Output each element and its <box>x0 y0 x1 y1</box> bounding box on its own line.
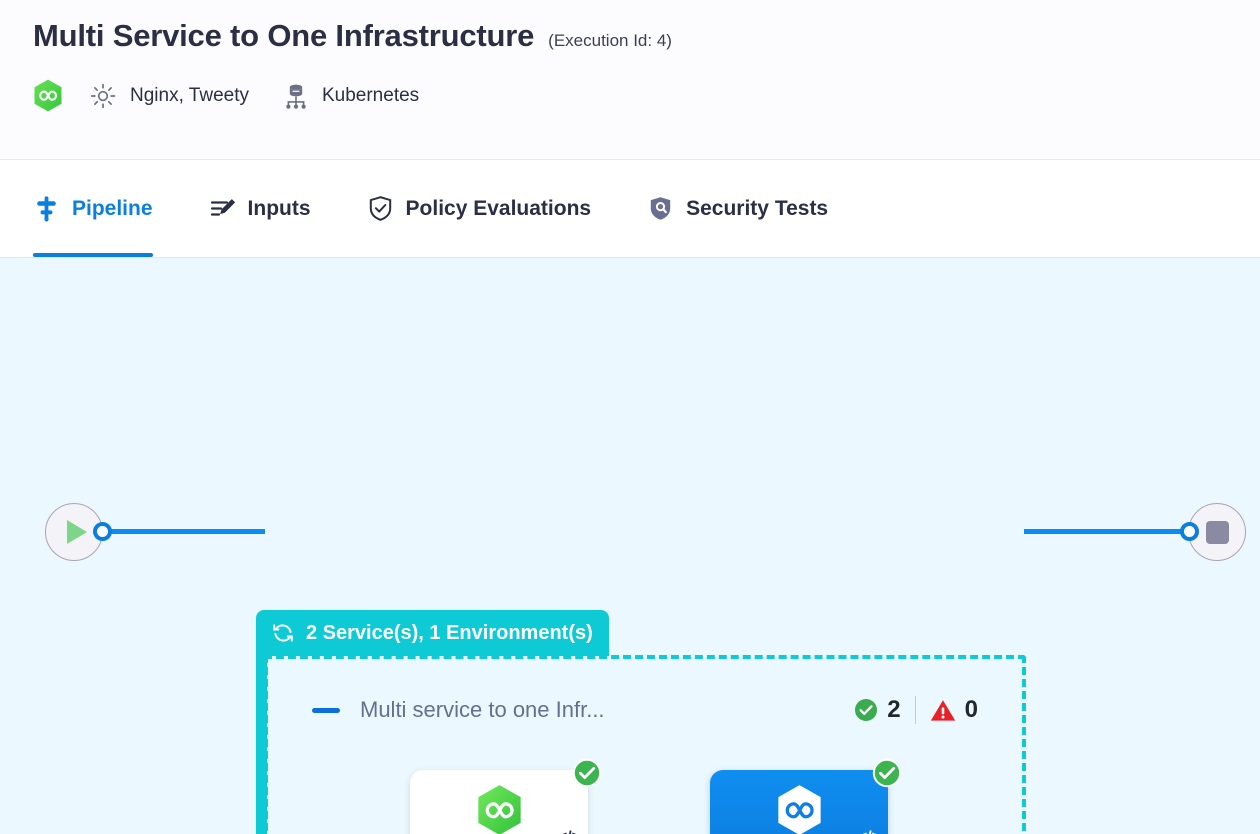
tab-pipeline[interactable]: Pipeline <box>33 160 181 257</box>
pipeline-icon <box>33 195 60 222</box>
check-circle-icon <box>872 758 902 788</box>
connector-dot-end[interactable] <box>1180 522 1199 541</box>
warning-count: 0 <box>964 696 978 723</box>
stop-icon <box>1205 520 1229 544</box>
stage-group-accent-bar <box>256 654 267 834</box>
stage-counts: 2 0 <box>854 696 978 724</box>
success-count-group: 2 <box>854 696 901 724</box>
gear-icon <box>90 83 116 109</box>
meta-row: Nginx, Tweety Kubernetes <box>33 79 1260 112</box>
check-circle-icon <box>572 758 602 788</box>
code-brackets-icon[interactable]: </> <box>858 830 881 834</box>
title-row: Multi Service to One Infrastructure (Exe… <box>33 18 1260 54</box>
tab-security-tests[interactable]: Security Tests <box>647 160 856 257</box>
count-divider <box>914 696 916 724</box>
infrastructure-meta: Kubernetes <box>283 82 419 110</box>
tab-pipeline-label: Pipeline <box>72 196 153 220</box>
edge-group-to-end <box>1024 529 1184 534</box>
infrastructure-label: Kubernetes <box>321 84 420 106</box>
service-node-tweety[interactable]: </> (Tweety, {"__uuid":... <box>710 758 902 834</box>
hexagon-infinity-logo <box>476 784 523 834</box>
loop-repeat-icon <box>270 620 296 646</box>
code-brackets-icon[interactable]: </> <box>558 830 581 834</box>
success-count: 2 <box>887 696 901 723</box>
edge-start-to-group <box>105 529 265 534</box>
shield-scan-icon <box>647 195 674 222</box>
stage-group-header[interactable]: 2 Service(s), 1 Environment(s) <box>256 610 609 656</box>
execution-id: (Execution Id: 4) <box>548 31 672 50</box>
page-header: Multi Service to One Infrastructure (Exe… <box>0 0 1260 160</box>
stage-group-header-label: 2 Service(s), 1 Environment(s) <box>306 621 593 644</box>
warning-count-group: 0 <box>930 696 978 724</box>
services-meta: Nginx, Tweety <box>90 83 249 109</box>
play-icon <box>66 520 87 544</box>
tab-policy-evaluations[interactable]: Policy Evaluations <box>367 160 620 257</box>
connector-dot-start[interactable] <box>93 522 112 541</box>
tab-policy-label: Policy Evaluations <box>405 196 592 220</box>
inputs-edit-icon <box>209 195 236 222</box>
tab-inputs[interactable]: Inputs <box>209 160 339 257</box>
tab-inputs-label: Inputs <box>247 196 311 220</box>
hexagon-infinity-logo <box>33 79 63 112</box>
warning-triangle-icon <box>930 699 956 722</box>
shield-check-icon <box>367 195 394 222</box>
services-label: Nginx, Tweety <box>130 84 249 106</box>
tab-bar: Pipeline Inputs Policy Evaluations <box>0 160 1260 258</box>
check-circle-icon <box>854 698 878 722</box>
service-card[interactable]: </> <box>710 758 902 834</box>
page-title: Multi Service to One Infrastructure <box>33 18 535 53</box>
kubernetes-cluster-icon <box>283 82 309 110</box>
stage-name: Multi service to one Infr... <box>360 697 605 722</box>
service-node-nginx[interactable]: </> (Nginx): Multi service to one... <box>410 758 602 834</box>
stage-group-body <box>264 655 1026 834</box>
tab-security-label: Security Tests <box>686 196 829 220</box>
minus-icon[interactable] <box>312 707 340 713</box>
stage-title-row: Multi service to one Infr... 2 <box>312 696 978 724</box>
service-card[interactable]: </> <box>410 758 602 834</box>
pipeline-canvas: 2 Service(s), 1 Environment(s) Multi ser… <box>0 258 1260 834</box>
hexagon-infinity-logo <box>776 784 823 834</box>
